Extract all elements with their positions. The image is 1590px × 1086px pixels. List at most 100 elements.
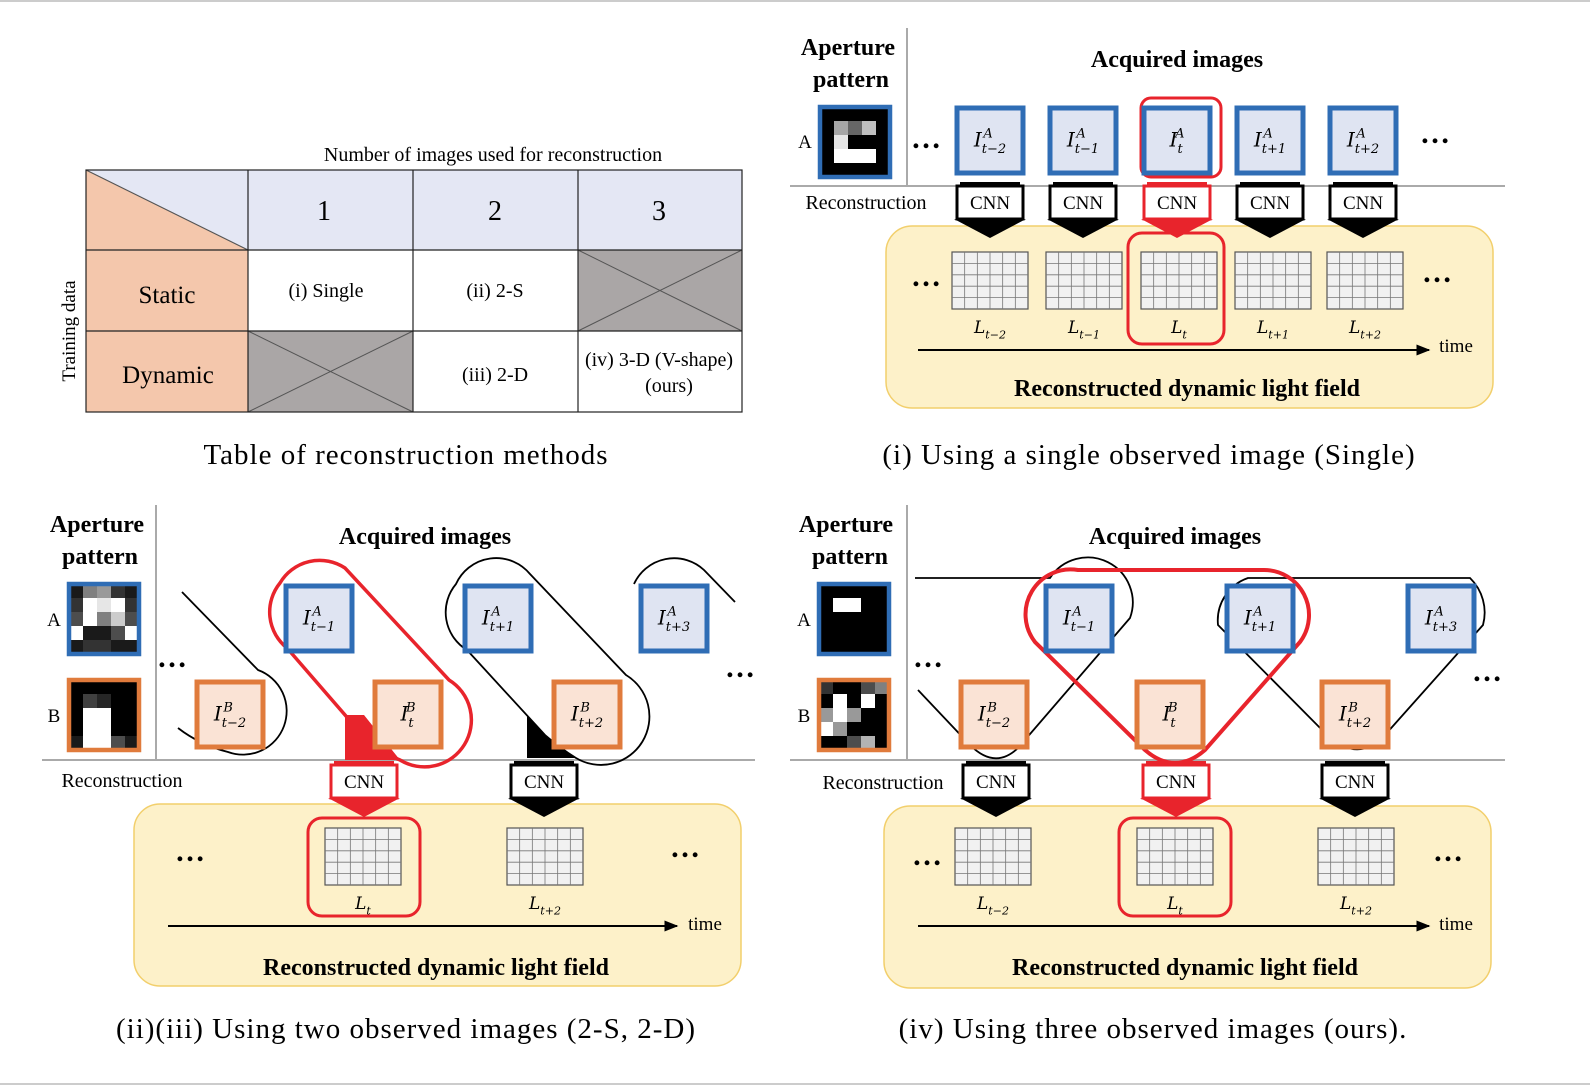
panel-three-images: Aperture pattern Acquired images A B … …… — [790, 505, 1505, 989]
label-a: A — [47, 610, 61, 631]
cnn-block: CNN — [960, 761, 1032, 817]
image-label: It+3A — [657, 604, 690, 635]
ellipsis-right: … — [1420, 117, 1450, 150]
cnn-block: CNN — [1141, 182, 1213, 238]
pair-loop — [633, 557, 736, 603]
panel-two-images: Aperture pattern Acquired images A B … …… — [42, 505, 755, 987]
field-label: Lt+2 — [1348, 318, 1381, 341]
acquired-image-a: It+2A — [1327, 105, 1399, 176]
caption-i: (i) Using a single observed image (Singl… — [882, 439, 1415, 471]
pair-funnel-black — [527, 715, 576, 758]
svg-text:CNN: CNN — [1335, 772, 1375, 793]
field-label: Lt−2 — [973, 318, 1006, 341]
ellipsis-field-left: … — [175, 835, 205, 868]
cell-2d: (iii) 2-D — [462, 364, 528, 386]
aperture-pattern-b — [66, 677, 142, 753]
image-label: It+3A — [1424, 604, 1457, 635]
image-label: It+1A — [1253, 126, 1286, 157]
cell-3d: (iv) 3-D (V-shape) — [585, 349, 733, 371]
acquired-image-b: It−2B — [194, 679, 266, 750]
aperture-pattern-a — [66, 581, 142, 657]
light-field-grid — [1326, 251, 1404, 310]
image-label: It−2B — [213, 700, 246, 731]
row-label-static: Static — [139, 282, 196, 309]
col-header-3: 3 — [652, 196, 666, 227]
field-label: Lt−1 — [1067, 318, 1100, 341]
light-field-grid — [506, 827, 584, 886]
aperture-title-line2: pattern — [62, 544, 138, 570]
acquired-title: Acquired images — [339, 524, 511, 550]
acquired-image-a: It+1A — [1224, 583, 1296, 654]
ellipsis-field-right: … — [1422, 256, 1452, 289]
light-field-grid — [1234, 251, 1312, 310]
acquired-title: Acquired images — [1089, 524, 1261, 550]
field-label: Lt — [1170, 318, 1187, 341]
cnn-block: CNN — [508, 761, 580, 817]
recon-field-title: Reconstructed dynamic light field — [1012, 955, 1359, 981]
ellipsis-left: … — [913, 641, 943, 674]
acquired-image-a: It+3A — [1405, 583, 1477, 654]
image-label: It−1A — [302, 604, 335, 635]
acquired-image-b: ItB — [1134, 679, 1206, 750]
recon-field-title: Reconstructed dynamic light field — [1014, 376, 1361, 402]
ellipsis-left: … — [911, 122, 941, 155]
v-loop — [915, 556, 1134, 760]
table-caption: Table of reconstruction methods — [203, 439, 608, 471]
cnn-block: CNN — [1319, 761, 1391, 817]
light-field-grid — [1045, 251, 1123, 310]
label-b: B — [798, 706, 811, 727]
acquired-image-a: It+3A — [638, 583, 710, 654]
row-label-dynamic: Dynamic — [122, 362, 214, 389]
svg-text:CNN: CNN — [976, 772, 1016, 793]
time-label: time — [688, 914, 722, 935]
highlight-current-field — [1117, 816, 1233, 918]
acquired-image-b: It+2B — [551, 679, 623, 750]
aperture-pattern-a — [816, 581, 892, 657]
cell-single: (i) Single — [289, 280, 364, 302]
light-field-grid — [324, 827, 402, 886]
svg-text:CNN: CNN — [1063, 193, 1103, 214]
image-label: ItB — [399, 700, 415, 731]
reconstruction-label: Reconstruction — [61, 770, 182, 792]
ellipsis-field-left: … — [911, 260, 941, 293]
svg-text:CNN: CNN — [1250, 193, 1290, 214]
image-label: It+1A — [1243, 604, 1276, 635]
image-label: ItB — [1161, 700, 1177, 731]
methods-table: Number of images used for reconstruction… — [59, 144, 743, 413]
light-field-grid — [954, 827, 1032, 886]
acquired-image-a: It−1A — [1047, 105, 1119, 176]
label-a: A — [798, 132, 812, 153]
image-label: ItA — [1169, 126, 1185, 157]
image-label: It+2A — [1346, 126, 1379, 157]
field-label: Lt+1 — [1256, 318, 1289, 341]
aperture-pattern-a — [817, 104, 893, 180]
svg-text:CNN: CNN — [970, 193, 1010, 214]
cnn-block: CNN — [954, 182, 1026, 238]
acquired-image-a: It−2A — [954, 105, 1026, 176]
light-field-grid — [1317, 827, 1395, 886]
aperture-title-line1: Aperture — [50, 512, 145, 538]
cnn-block: CNN — [1140, 761, 1212, 817]
acquired-image-a: It+1A — [462, 583, 534, 654]
recon-field-panel — [133, 803, 742, 987]
light-field-grid — [1136, 827, 1214, 886]
aperture-title-line1: Aperture — [799, 512, 894, 538]
ellipsis-left: … — [157, 641, 187, 674]
time-label: time — [1439, 914, 1473, 935]
acquired-image-b: It+2B — [1319, 679, 1391, 750]
acquired-image-a: It−1A — [1043, 583, 1115, 654]
recon-field-title: Reconstructed dynamic light field — [263, 955, 610, 981]
acquired-image-b: ItB — [372, 679, 444, 750]
svg-text:CNN: CNN — [1156, 772, 1196, 793]
panel-single: Aperture pattern Acquired images A … … I… — [790, 28, 1505, 409]
aperture-title-line2: pattern — [812, 544, 888, 570]
ellipsis-field-left: … — [912, 839, 942, 872]
cnn-block: CNN — [1234, 182, 1306, 238]
acquired-title: Acquired images — [1091, 47, 1263, 73]
training-data-label: Training data — [59, 280, 80, 382]
image-label: It−2A — [973, 126, 1006, 157]
acquired-image-a: It+1A — [1234, 105, 1306, 176]
image-label: It−1A — [1062, 604, 1095, 635]
highlight-current-field — [306, 816, 422, 918]
cnn-block: CNN — [1327, 182, 1399, 238]
